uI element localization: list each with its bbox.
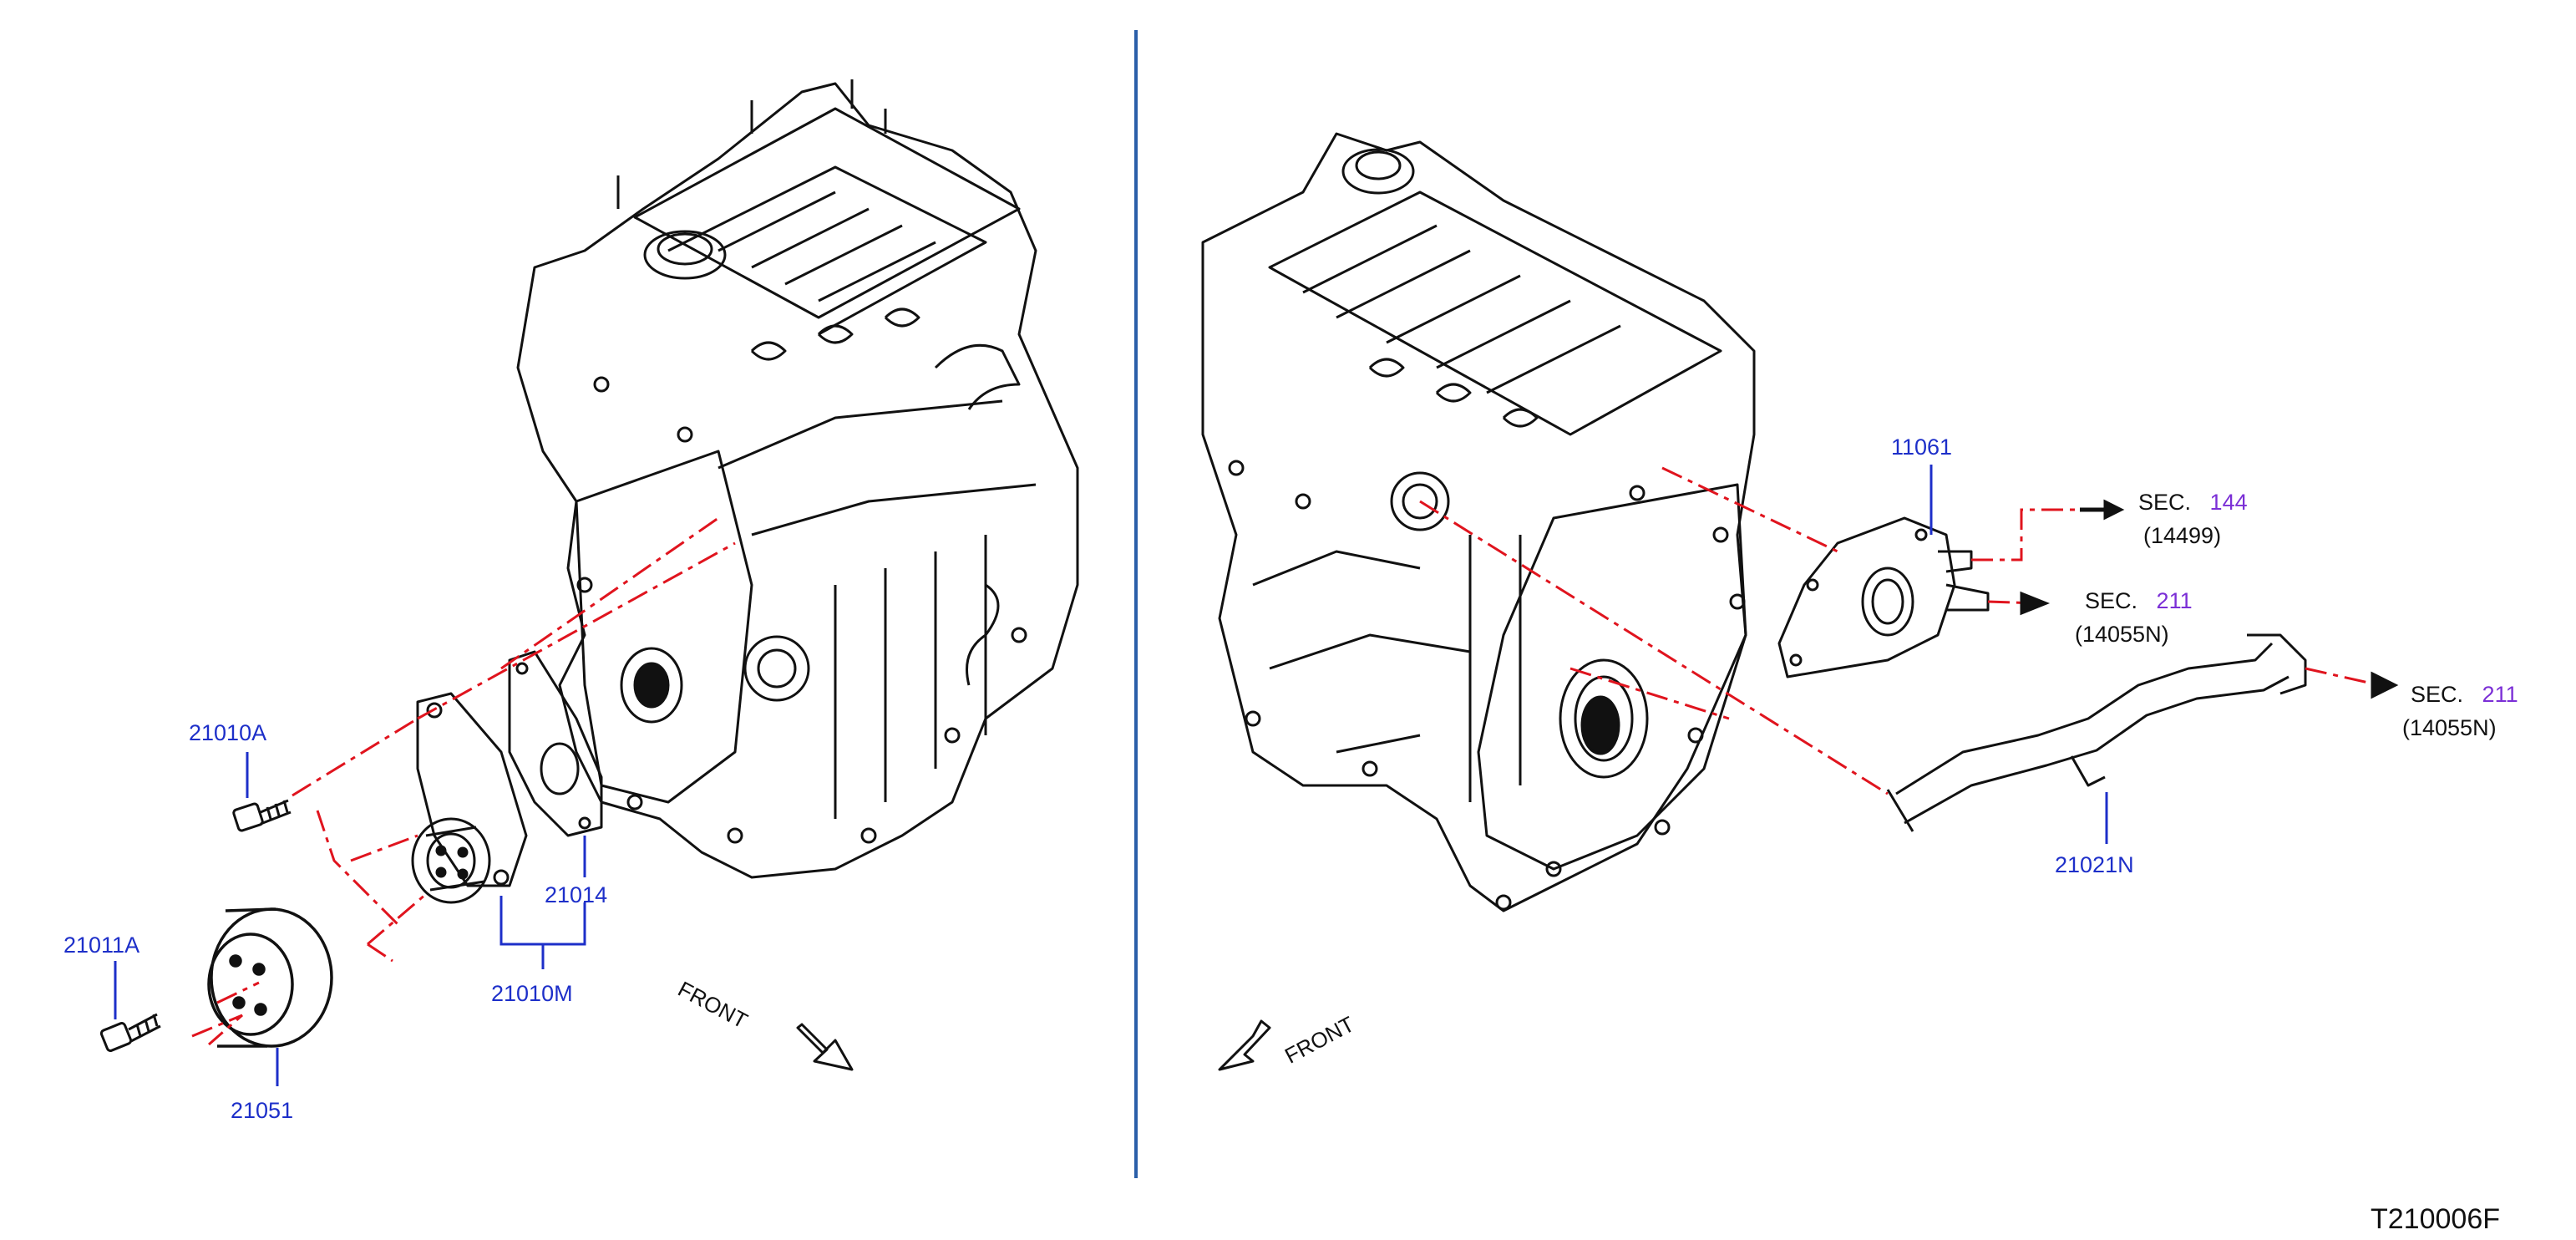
section-ref-3: SEC. 211: [2411, 684, 2518, 706]
bolt-21011A: [99, 1013, 161, 1052]
section-ref-2-number: 211: [2156, 588, 2193, 613]
section-ref-3-prefix: SEC.: [2411, 682, 2464, 707]
section-ref-1-number: 144: [2209, 490, 2248, 515]
section-ref-2-code: (14055N): [2075, 622, 2169, 647]
thermostat-housing: [1777, 516, 1990, 678]
section-ref-1: SEC. 144: [2138, 491, 2248, 514]
section-ref-1-code: (14499): [2143, 523, 2222, 548]
section-arrows: [2020, 499, 2399, 699]
right-alignment-leaders: [1419, 466, 2373, 795]
front-arrow-right: [1218, 1019, 1271, 1071]
part-label-21011A: 21011A: [63, 933, 140, 958]
part-label-21051: 21051: [231, 1098, 294, 1123]
section-ref-2: SEC. 211: [2085, 590, 2193, 612]
section-ref-1-prefix: SEC.: [2138, 490, 2192, 515]
part-label-21010M: 21010M: [491, 981, 573, 1006]
left-engine-block: [516, 79, 1079, 879]
diagram-code: T210006F: [2371, 1203, 2500, 1235]
right-callout-lines: [1929, 465, 2108, 844]
part-label-11061: 11061: [1891, 435, 1953, 460]
water-hose: [1886, 633, 2307, 832]
section-ref-2-prefix: SEC.: [2085, 588, 2138, 613]
right-engine-block: [1201, 132, 1756, 912]
part-label-21010A: 21010A: [189, 720, 267, 745]
section-ref-3-number: 211: [2482, 682, 2518, 707]
bolt-21010A: [232, 799, 292, 832]
part-label-21014: 21014: [545, 882, 608, 907]
water-pump-body: [411, 692, 528, 904]
section-ref-3-code: (14055N): [2402, 715, 2497, 740]
water-pump-gasket: [508, 650, 603, 837]
left-callout-lines: [114, 752, 586, 1086]
water-pump-pulley: [207, 907, 333, 1048]
part-label-21021N: 21021N: [2055, 852, 2134, 877]
left-alignment-leaders: [191, 516, 736, 1046]
front-arrow-left: [796, 1023, 854, 1071]
